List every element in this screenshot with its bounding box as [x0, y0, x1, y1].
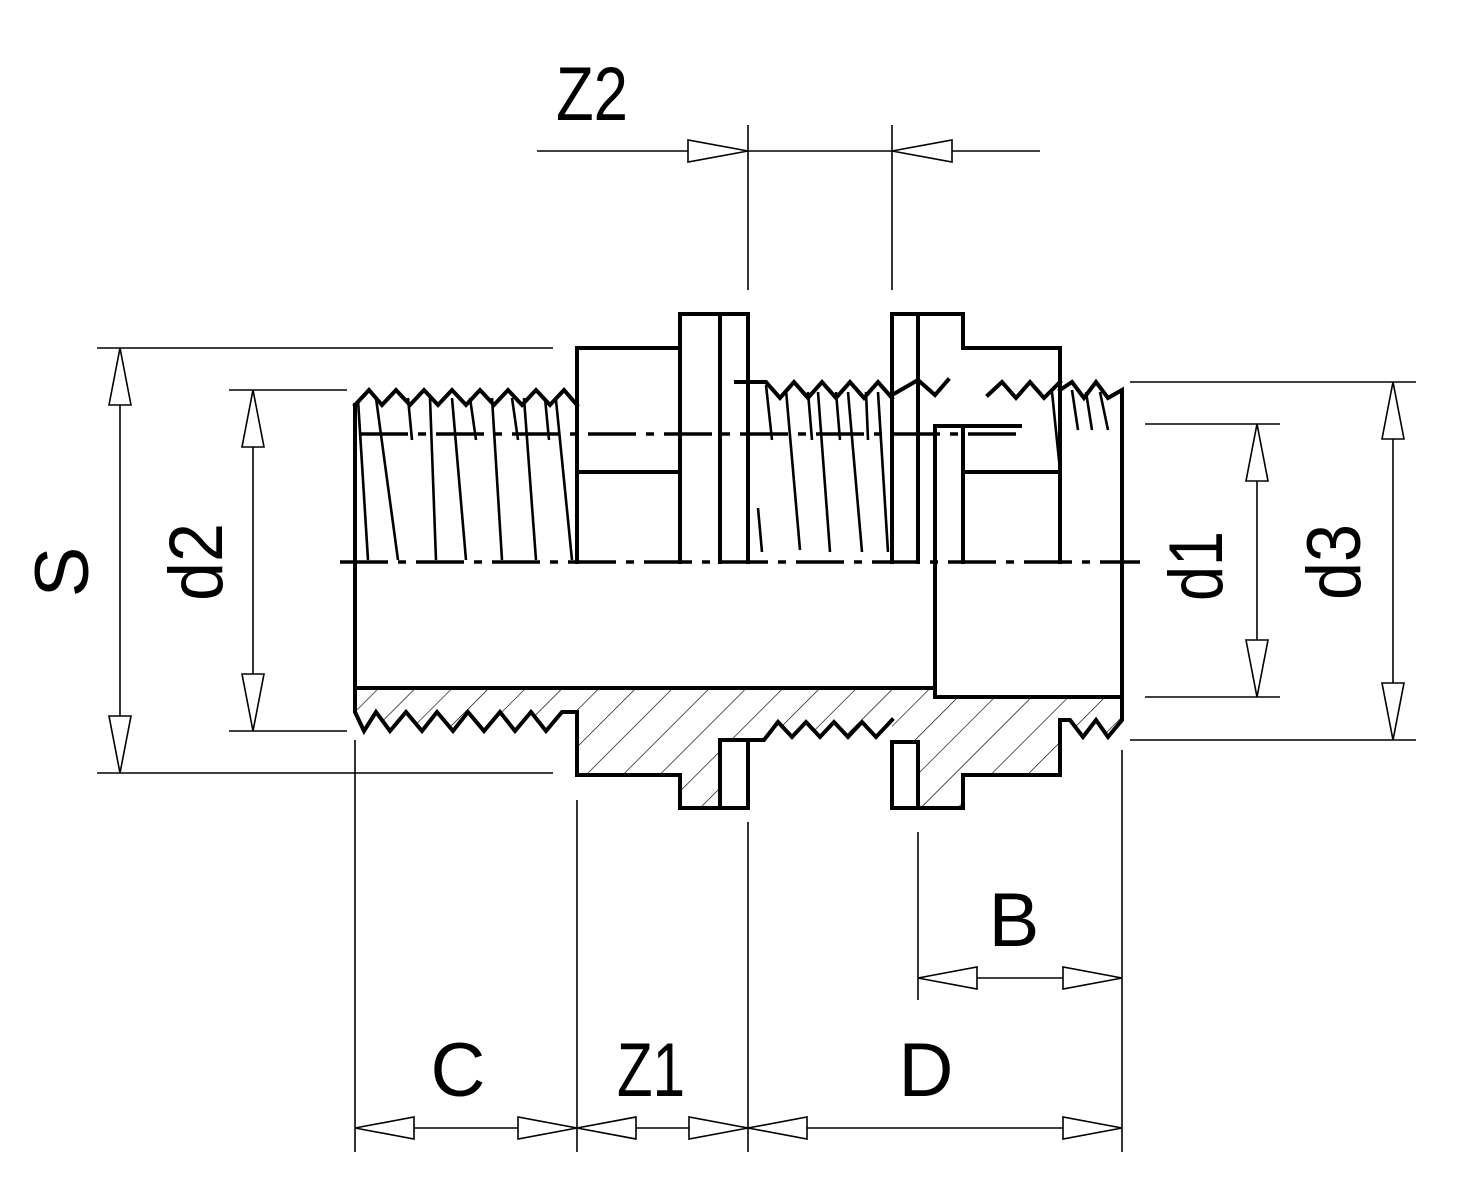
arrow-down-icon [241, 673, 265, 732]
arrow-left-icon [917, 966, 978, 990]
label-c: C [431, 1028, 486, 1113]
arrow-down-icon [1245, 639, 1269, 698]
left-lower-thread-outline [353, 686, 579, 736]
center-upper-block [575, 312, 750, 564]
arrow-up-icon [1381, 381, 1405, 440]
arrow-left-icon [576, 1116, 637, 1140]
arrow-right-icon [688, 1116, 749, 1140]
label-d1: d1 [1154, 531, 1239, 601]
extension-lines [97, 125, 1416, 1152]
thread-lines [356, 384, 1110, 561]
arrow-right-icon [1062, 1116, 1123, 1140]
dimension-b [917, 966, 1123, 990]
bore-outline [353, 560, 1124, 699]
label-z2: Z2 [556, 52, 628, 137]
label-s: S [20, 547, 105, 598]
arrow-left-icon [354, 1116, 415, 1140]
label-d: D [899, 1028, 954, 1113]
dimension-d1 [1245, 423, 1269, 698]
arrow-right-icon [1062, 966, 1123, 990]
label-b: B [989, 878, 1040, 963]
arrow-left-icon [747, 1116, 808, 1140]
middle-upper-thread [734, 378, 895, 402]
label-d2: d2 [154, 523, 239, 601]
arrow-right-icon [687, 139, 749, 163]
dimension-d3 [1381, 381, 1405, 741]
arrow-down-icon [108, 715, 132, 774]
dimension-s [108, 347, 132, 774]
center-lower-outline [575, 710, 750, 810]
dimension-bottom [354, 1116, 1123, 1140]
nut-lower-outline [890, 695, 1124, 810]
arrow-up-icon [1245, 423, 1269, 482]
dimension-labels: Z2 S d2 d1 d3 B C Z1 D [20, 52, 1377, 1113]
nut-upper-block [890, 312, 1062, 564]
right-upper-thread [1057, 378, 1124, 564]
arrow-down-icon [1381, 682, 1405, 741]
left-upper-thread-outline [352, 387, 580, 408]
label-d3: d3 [1292, 524, 1377, 600]
fitting-body [352, 312, 1124, 810]
dimension-z2 [537, 139, 1040, 163]
section-hatch [355, 688, 1122, 808]
label-z1: Z1 [617, 1028, 685, 1113]
arrow-left-icon [891, 139, 953, 163]
center-lines [340, 432, 1140, 564]
middle-lower-thread [746, 717, 895, 742]
dimension-d2 [241, 389, 265, 732]
arrow-up-icon [108, 347, 132, 406]
arrow-right-icon [517, 1116, 578, 1140]
arrow-up-icon [241, 389, 265, 448]
